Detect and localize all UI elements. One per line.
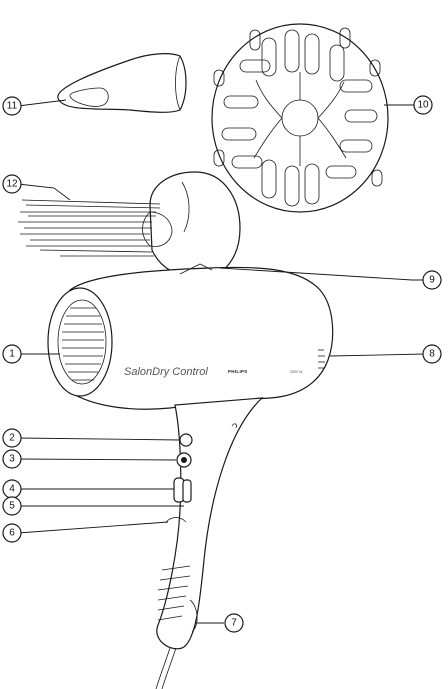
callout-8: 8 [423, 345, 441, 363]
brand-text: SalonDry Control [124, 366, 208, 378]
callout-1: 1 [3, 345, 21, 363]
svg-text:6: 6 [9, 528, 15, 539]
svg-text:11: 11 [7, 101, 18, 112]
concentrator-nozzle [58, 54, 186, 113]
wattage-text: 2000 W [290, 370, 303, 374]
callout-10: 10 [414, 96, 432, 114]
logo-text: PHILIPS [228, 369, 248, 374]
callout-7: 7 [225, 614, 243, 632]
svg-text:8: 8 [429, 349, 435, 360]
callout-9: 9 [423, 271, 441, 289]
callout-6: 6 [3, 524, 21, 542]
svg-text:3: 3 [9, 454, 15, 465]
callout-3: 3 [3, 450, 21, 468]
svg-text:4: 4 [9, 484, 15, 495]
svg-text:2: 2 [9, 433, 15, 444]
svg-text:9: 9 [429, 275, 435, 286]
svg-text:5: 5 [9, 501, 15, 512]
svg-text:1: 1 [9, 349, 15, 360]
callout-4: 4 [3, 480, 21, 498]
callout-2: 2 [3, 429, 21, 447]
callout-11: 11 [3, 97, 21, 115]
hair-dryer: SalonDry Control PHILIPS 2000 W [48, 264, 333, 689]
callout-12: 12 [3, 175, 21, 193]
svg-text:10: 10 [417, 100, 429, 111]
diffuser [212, 24, 388, 212]
callout-5: 5 [3, 497, 21, 515]
svg-text:7: 7 [231, 618, 237, 629]
svg-text:12: 12 [6, 179, 18, 190]
